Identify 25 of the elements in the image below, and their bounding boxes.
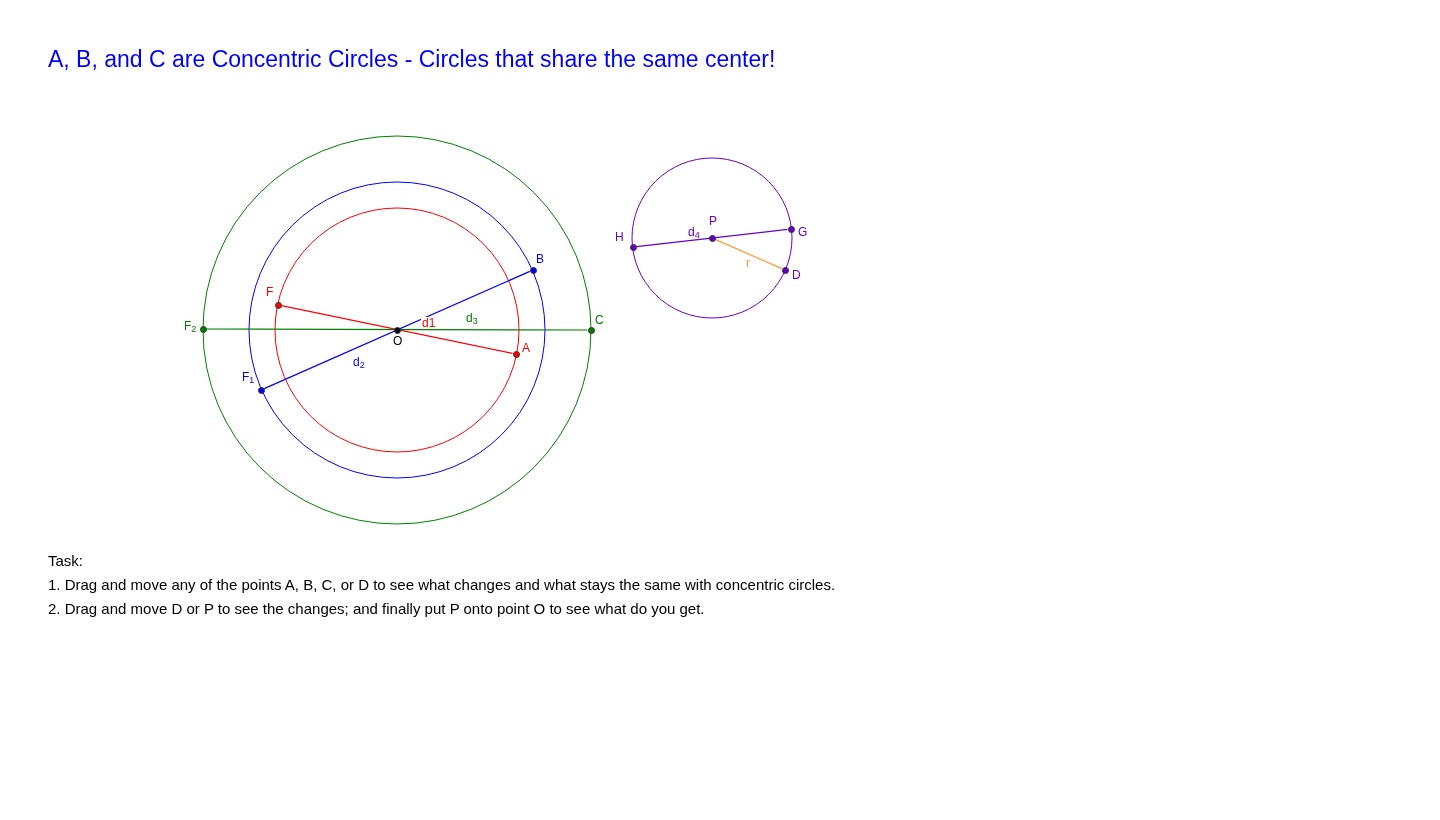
edge-label: d1 [421,317,437,329]
point-label: H [615,231,624,243]
edge-label: d$_{3}$ [465,312,479,324]
edge-label: r [745,257,751,269]
line-segment [714,238,783,270]
task-text: 1. Drag and move any of the points A, B, C, or D to see what changes and what stays the same with concentric circles. [48,575,836,594]
edge-label: d$_{4}$ [687,226,701,238]
point-label: F$_{1}$ [242,371,255,383]
point-label: B [536,253,544,265]
title: A, B, and C are Concentric Circles - Circles that share the same center! [48,45,776,74]
line-segment [205,328,589,331]
point-label: C [595,314,604,326]
edge-label: d$_{2}$ [352,356,366,368]
point-label: A [522,342,530,354]
line-segment [263,270,531,390]
point-label: F$_{2}$ [184,320,197,332]
line-segment [635,228,789,248]
point-label: F [266,286,274,298]
task-text: 2. Drag and move D or P to see the changes; and finally put P onto point O to see what do you get. [48,599,706,618]
line-segment [280,305,514,354]
point-label: O [393,335,403,347]
point-label: P [709,215,717,227]
point-label: D [792,269,801,281]
point-label: G [798,226,808,238]
task-text: Task: [48,551,84,570]
